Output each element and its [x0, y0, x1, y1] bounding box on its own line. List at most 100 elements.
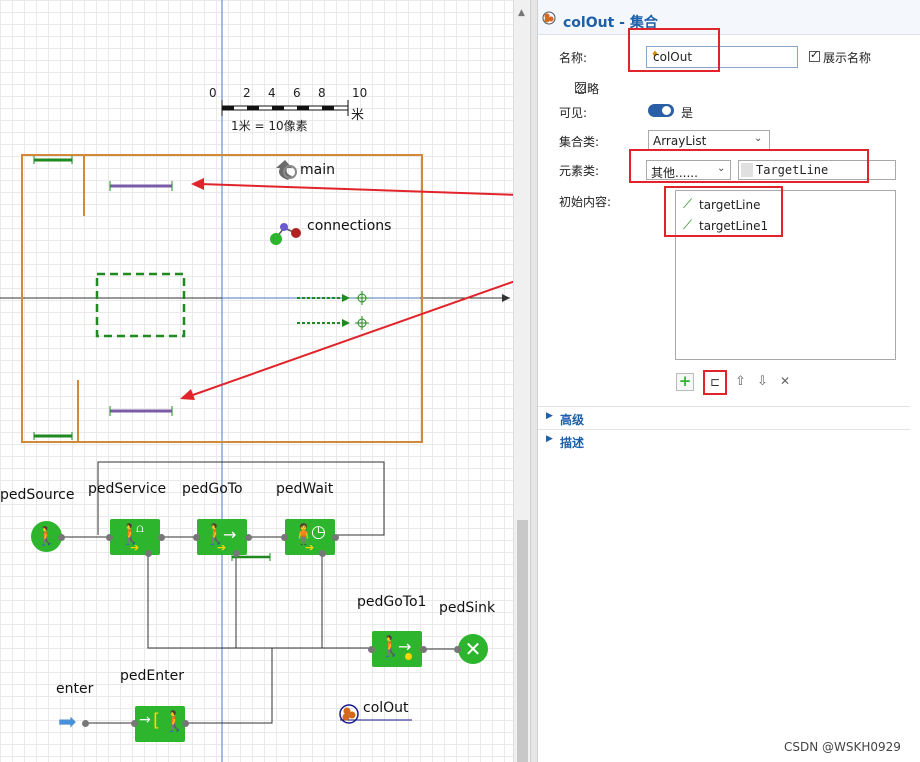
ped-service-in-port[interactable]: [106, 534, 113, 541]
initial-contents-label: 初始内容:: [559, 195, 612, 209]
scale-unit: 米: [351, 108, 365, 123]
ped-goto1-out-port[interactable]: [420, 646, 427, 653]
ped-source-block[interactable]: 🚶: [31, 521, 62, 552]
scale-tick-2: 2: [243, 86, 251, 100]
enter-arrow-icon[interactable]: ➡: [58, 710, 77, 735]
panel-header: colOut - 集合: [538, 0, 920, 35]
ped-wait-label: pedWait: [276, 481, 334, 497]
list-item-label: targetLine: [699, 198, 761, 212]
collection-class-value: ArrayList: [653, 134, 707, 148]
walking-person-icon: 🚶: [35, 526, 58, 547]
section-advanced[interactable]: ▶ 高级: [538, 406, 910, 429]
type-icon: [741, 163, 753, 177]
watermark: CSDN @WSKH0929: [784, 740, 901, 754]
arrow-down-icon: ⇩: [757, 374, 768, 389]
scroll-up-icon[interactable]: ▲: [518, 8, 525, 18]
person-goto-icon: 🚶: [378, 634, 403, 658]
collection-class-select[interactable]: ArrayList ⌄: [648, 130, 770, 150]
collection-icon[interactable]: [339, 704, 359, 724]
ped-enter-out-port[interactable]: [182, 720, 189, 727]
choose-element-button[interactable]: ⊏: [707, 374, 723, 390]
ped-goto1-block[interactable]: 🚶 →: [372, 631, 422, 667]
show-name-label: 展示名称: [823, 51, 872, 65]
enter-label: enter: [56, 681, 94, 697]
arrow-right-icon: →: [223, 525, 237, 544]
connections-label[interactable]: connections: [307, 218, 392, 234]
ped-wait-in-port[interactable]: [281, 534, 288, 541]
bell-icon: ⩍: [136, 521, 144, 535]
line-icon: ⟋: [683, 218, 693, 233]
arrow-right-icon: →: [398, 637, 412, 656]
close-icon: ✕: [780, 374, 791, 388]
canvas-graphics: [0, 0, 513, 762]
col-out-label[interactable]: colOut: [363, 700, 409, 716]
initial-contents-list[interactable]: ⟋ targetLine ⟋ targetLine1: [675, 190, 896, 360]
hint-bulb-icon: ♦: [651, 50, 660, 60]
ped-service-label: pedService: [88, 481, 167, 497]
show-name-checkbox[interactable]: ✓: [809, 48, 820, 62]
name-label: 名称:: [559, 51, 588, 65]
collection-class-label: 集合类:: [559, 135, 600, 149]
ped-service-out-port[interactable]: [158, 534, 165, 541]
chevron-down-icon: ⌄: [717, 163, 726, 174]
scroll-thumb[interactable]: [517, 520, 528, 762]
scale-tick-4: 4: [268, 86, 276, 100]
move-up-button[interactable]: ⇧: [735, 374, 746, 389]
arrow-up-icon: ⇧: [735, 374, 746, 389]
ped-goto-label: pedGoTo: [182, 481, 243, 497]
ped-service-block[interactable]: 🚶 ⩍ ➔: [110, 519, 160, 555]
scale-tick-8: 8: [318, 86, 326, 100]
ped-sink-port[interactable]: [454, 646, 461, 653]
ped-wait-bottom-port[interactable]: [319, 550, 326, 557]
main-agent-icon: [276, 160, 297, 180]
ped-enter-in-port[interactable]: [131, 720, 138, 727]
plus-icon: +: [678, 372, 692, 390]
yellow-arrow-icon: ➔: [305, 541, 315, 554]
enter-port[interactable]: [82, 720, 89, 727]
visible-toggle[interactable]: [648, 104, 674, 117]
ped-enter-label: pedEnter: [120, 668, 184, 684]
ped-goto-out-port[interactable]: [245, 534, 252, 541]
section-advanced-label: 高级: [560, 413, 585, 427]
panel-divider[interactable]: [530, 0, 538, 762]
ignore-checkbox[interactable]: [574, 82, 586, 93]
element-type-input[interactable]: TargetLine: [738, 160, 896, 180]
ped-wait-block[interactable]: 🧍 ◷ ➔: [285, 519, 335, 555]
highlight-choose-button: [703, 370, 727, 395]
highlight-name: [628, 28, 720, 72]
element-class-value: 其他......: [651, 166, 698, 180]
ped-service-bottom-port[interactable]: [145, 550, 152, 557]
chevron-right-icon: ▶: [546, 434, 553, 444]
visible-label: 可见:: [559, 106, 588, 120]
clock-icon: ◷: [311, 522, 326, 542]
ped-goto-block[interactable]: 🚶 → ➔: [197, 519, 247, 555]
arrow-into-icon: →: [139, 712, 151, 728]
name-input[interactable]: ♦ colOut: [646, 46, 798, 68]
ignore-label: 忽略: [575, 82, 600, 96]
scale-tick-6: 6: [293, 86, 301, 100]
canvas-vertical-scrollbar[interactable]: ▲: [513, 0, 531, 762]
model-canvas[interactable]: 0 2 4 6 8 10 米 1米 = 10像素 main connection…: [0, 0, 513, 762]
visible-value: 是: [681, 106, 694, 120]
scale-tick-0: 0: [209, 86, 217, 100]
panel-title: colOut - 集合: [563, 15, 658, 31]
section-description[interactable]: ▶ 描述: [538, 429, 910, 452]
highlight-element-class: [629, 149, 869, 183]
list-item-label: targetLine1: [699, 219, 769, 233]
ped-source-port[interactable]: [58, 534, 65, 541]
ped-goto-bottom-port[interactable]: [233, 550, 240, 557]
ped-enter-block[interactable]: → [ 🚶: [135, 706, 187, 742]
main-label[interactable]: main: [300, 162, 335, 178]
ped-sink-block[interactable]: ✕: [458, 634, 488, 664]
element-type-value: TargetLine: [756, 163, 829, 177]
ped-goto1-in-port[interactable]: [368, 646, 375, 653]
ped-wait-out-port[interactable]: [332, 534, 339, 541]
add-item-button[interactable]: +: [676, 373, 694, 391]
ped-goto-in-port[interactable]: [193, 534, 200, 541]
remove-item-button[interactable]: ✕: [780, 374, 790, 388]
element-class-select[interactable]: 其他...... ⌄: [646, 160, 731, 180]
line-icon: ⟋: [683, 197, 693, 212]
connections-icon: [270, 223, 301, 245]
move-down-button[interactable]: ⇩: [757, 374, 768, 389]
ped-sink-label: pedSink: [439, 600, 496, 616]
